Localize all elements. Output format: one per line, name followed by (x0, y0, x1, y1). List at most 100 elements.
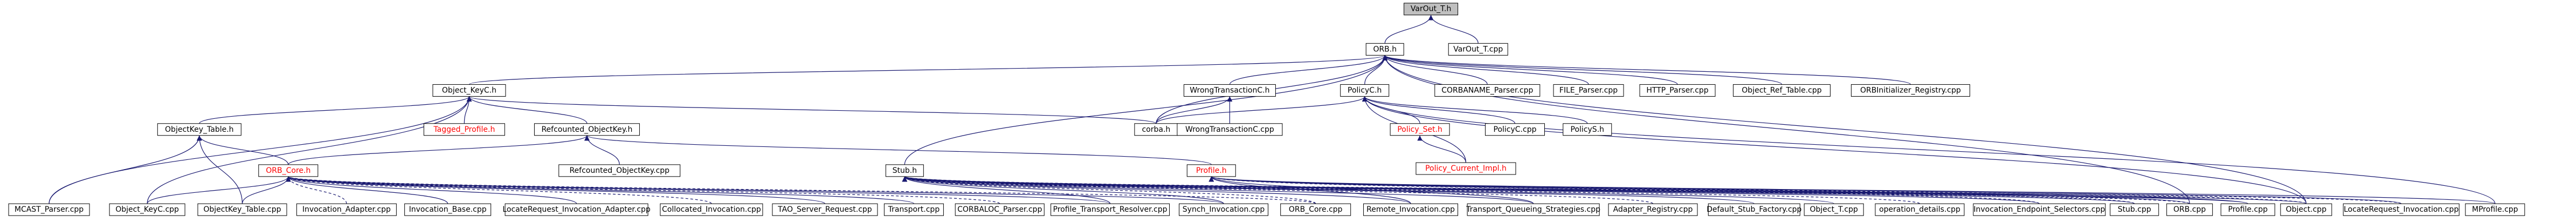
node-box-wtranc_cpp (1177, 123, 1283, 136)
node-box-wstringc_h (1183, 84, 1276, 97)
node-policys_h[interactable]: PolicyS.h (1563, 123, 1612, 136)
node-default_stub_factory_cpp[interactable]: Default_Stub_Factory.cpp (1707, 203, 1802, 216)
node-object_t_cpp[interactable]: Object_T.cpp (1804, 203, 1864, 216)
node-label-object_cpp: Object.cpp (2286, 205, 2327, 214)
node-object_key_table_h[interactable]: ObjectKey_Table.h (157, 123, 241, 136)
node-box-collocated_invocation_cpp (660, 203, 763, 216)
node-orb_h[interactable]: ORB.h (1365, 43, 1404, 56)
node-locatereq_invocation_cpp[interactable]: LocateRequest_Invocation.cpp (2343, 203, 2460, 216)
node-tao_server_request_cpp[interactable]: TAO_Server_Request.cpp (772, 203, 878, 216)
node-profile_cpp[interactable]: Profile.cpp (2220, 203, 2275, 216)
node-object_cpp[interactable]: Object.cpp (2280, 203, 2332, 216)
node-locatereq_inv_adapter_cpp[interactable]: LocateRequest_Invocation_Adapter.cpp (502, 203, 651, 216)
node-label-object_t_cpp: Object_T.cpp (1810, 205, 1858, 214)
node-mcast_parser_cpp[interactable]: MCAST_Parser.cpp (8, 203, 90, 216)
node-box-tao_server_request_cpp (772, 203, 878, 216)
edge-object_ref_table_cpp-to-orb_h (1382, 55, 1783, 85)
node-profile_h[interactable]: Profile.h (1186, 164, 1236, 177)
node-refcounted_objkey_h[interactable]: Refcounted_ObjectKey.h (534, 123, 640, 136)
node-objectkey_table_cpp[interactable]: ObjectKey_Table.cpp (197, 203, 287, 216)
node-label-transport_queueing_cpp: Transport_Queueing_Strategies.cpp (1466, 205, 1600, 214)
node-box-adapter_registry_cpp (1608, 203, 1698, 216)
node-box-invocation_adapter_cpp (296, 203, 397, 216)
edge-corba_h-to-object_keyc_h (467, 96, 1157, 124)
edge-object_keyc_h-to-orb_h (468, 55, 1387, 85)
node-label-profile_cpp: Profile.cpp (2228, 205, 2268, 214)
node-corba_h[interactable]: corba.h (1134, 123, 1178, 136)
node-adapter_registry_cpp[interactable]: Adapter_Registry.cpp (1608, 203, 1698, 216)
node-orbinit_registry_cpp[interactable]: ORBInitializer_Registry.cpp (1850, 84, 1970, 97)
node-label-policys_h: PolicyS.h (1571, 125, 1604, 134)
node-object_keyc_h[interactable]: Object_KeyC.h (432, 84, 506, 97)
node-varout_t_cpp[interactable]: VarOut_T.cpp (1448, 43, 1508, 56)
node-refcounted_objkey_cpp[interactable]: Refcounted_ObjectKey.cpp (558, 164, 681, 177)
edge-remote_invocation_cpp-to-profile_h (1208, 176, 1411, 204)
node-label-invocation_endpoint_sel_cpp: Invocation_Endpoint_Selectors.cpp (1973, 205, 2105, 214)
node-label-corba_h: corba.h (1142, 125, 1170, 134)
node-object_keyc_cpp[interactable]: Object_KeyC.cpp (109, 203, 185, 216)
node-synch_invocation_cpp[interactable]: Synch_Invocation.cpp (1179, 203, 1269, 216)
node-label-tagged_profile_h: Tagged_Profile.h (433, 125, 495, 134)
node-corbaname_parser_cpp[interactable]: CORBANAME_Parser.cpp (1434, 84, 1541, 97)
node-label-file_parser_cpp: FILE_Parser.cpp (1559, 86, 1618, 95)
node-label-adapter_registry_cpp: Adapter_Registry.cpp (1613, 205, 1693, 214)
node-object_ref_table_cpp[interactable]: Object_Ref_Table.cpp (1732, 84, 1831, 97)
node-box-policyc_h (1340, 84, 1390, 97)
node-orb_cpp[interactable]: ORB.cpp (2166, 203, 2213, 216)
node-label-wtranc_cpp: WrongTransactionC.cpp (1185, 125, 1274, 134)
node-label-invocation_base_cpp: Invocation_Base.cpp (409, 205, 487, 214)
node-stub_cpp[interactable]: Stub.cpp (2110, 203, 2159, 216)
node-file_parser_cpp[interactable]: FILE_Parser.cpp (1553, 84, 1624, 97)
node-invocation_adapter_cpp[interactable]: Invocation_Adapter.cpp (296, 203, 397, 216)
node-wtranc_cpp[interactable]: WrongTransactionC.cpp (1177, 123, 1283, 136)
node-policyc_h[interactable]: PolicyC.h (1340, 84, 1390, 97)
node-box-object_cpp (2280, 203, 2332, 216)
edge-tao_server_request_cpp-to-orb_core_h (286, 176, 826, 204)
node-orb_core_h[interactable]: ORB_Core.h (258, 164, 319, 177)
node-label-refcounted_objkey_h: Refcounted_ObjectKey.h (541, 125, 632, 134)
edge-mcast_parser_cpp-to-object_keyc_h (49, 96, 472, 204)
edge-wstringc_h-to-orb_h (1229, 55, 1387, 85)
node-box-file_parser_cpp (1553, 84, 1624, 97)
edge-transport_queueing_cpp-to-profile_h (1208, 176, 1534, 204)
node-label-object_keyc_h: Object_KeyC.h (442, 86, 496, 95)
node-policy_current_impl_h[interactable]: Policy_Current_Impl.h (1415, 162, 1516, 175)
edge-varout_t_cpp-to-varout_t_h (1428, 15, 1479, 44)
node-stub_h[interactable]: Stub.h (885, 164, 924, 177)
node-corbaloc_parser_cpp[interactable]: CORBALOC_Parser.cpp (955, 203, 1045, 216)
node-label-default_stub_factory_cpp: Default_Stub_Factory.cpp (1707, 205, 1801, 214)
node-transport_queueing_cpp[interactable]: Transport_Queueing_Strategies.cpp (1466, 203, 1600, 216)
node-varout_t_h[interactable]: VarOut_T.h (1404, 3, 1459, 16)
node-label-orbinit_registry_cpp: ORBInitializer_Registry.cpp (1860, 86, 1961, 95)
node-remote_invocation_cpp[interactable]: Remote_Invocation.cpp (1363, 203, 1459, 216)
node-invocation_endpoint_sel_cpp[interactable]: Invocation_Endpoint_Selectors.cpp (1973, 203, 2106, 216)
node-wstringc_h[interactable]: WrongTransactionC.h (1183, 84, 1276, 97)
edge-invocation_base_cpp-to-orb_core_h (286, 176, 448, 204)
node-box-corbaloc_parser_cpp (955, 203, 1045, 216)
node-http_parser_cpp[interactable]: HTTP_Parser.cpp (1639, 84, 1716, 97)
node-label-object_keyc_cpp: Object_KeyC.cpp (115, 205, 179, 214)
node-box-varout_t_h (1404, 3, 1459, 16)
edge-locatereq_inv_adapter_cpp-to-orb_core_h (286, 176, 577, 204)
node-profile_transport_resolver_cpp[interactable]: Profile_Transport_Resolver.cpp (1051, 203, 1170, 216)
node-box-policy_set_h (1390, 123, 1450, 136)
edge-mprofile_cpp-to-profile_h (1209, 176, 2496, 204)
edge-orb_core_h-to-object_key_table_h (197, 135, 289, 165)
edge-adapter_registry_cpp-to-stub_h (902, 176, 1654, 204)
node-orb_core_cpp[interactable]: ORB_Core.cpp (1280, 203, 1351, 216)
node-policy_set_h[interactable]: Policy_Set.h (1390, 123, 1450, 136)
node-label-transport_cpp: Transport.cpp (888, 205, 940, 214)
node-box-object_t_cpp (1804, 203, 1864, 216)
node-label-synch_invocation_cpp: Synch_Invocation.cpp (1183, 205, 1265, 214)
node-policyc_cpp[interactable]: PolicyC.cpp (1485, 123, 1545, 136)
node-invocation_base_cpp[interactable]: Invocation_Base.cpp (404, 203, 492, 216)
edge-stub_cpp-to-profile_h (1209, 176, 2135, 204)
node-box-invocation_base_cpp (404, 203, 492, 216)
node-transport_cpp[interactable]: Transport.cpp (883, 203, 944, 216)
node-label-wstringc_h: WrongTransactionC.h (1190, 86, 1269, 95)
node-collocated_invocation_cpp[interactable]: Collocated_Invocation.cpp (660, 203, 763, 216)
node-operation_details_cpp[interactable]: operation_details.cpp (1875, 203, 1965, 216)
node-mprofile_cpp[interactable]: MProfile.cpp (2465, 203, 2525, 216)
node-tagged_profile_h[interactable]: Tagged_Profile.h (423, 123, 505, 136)
